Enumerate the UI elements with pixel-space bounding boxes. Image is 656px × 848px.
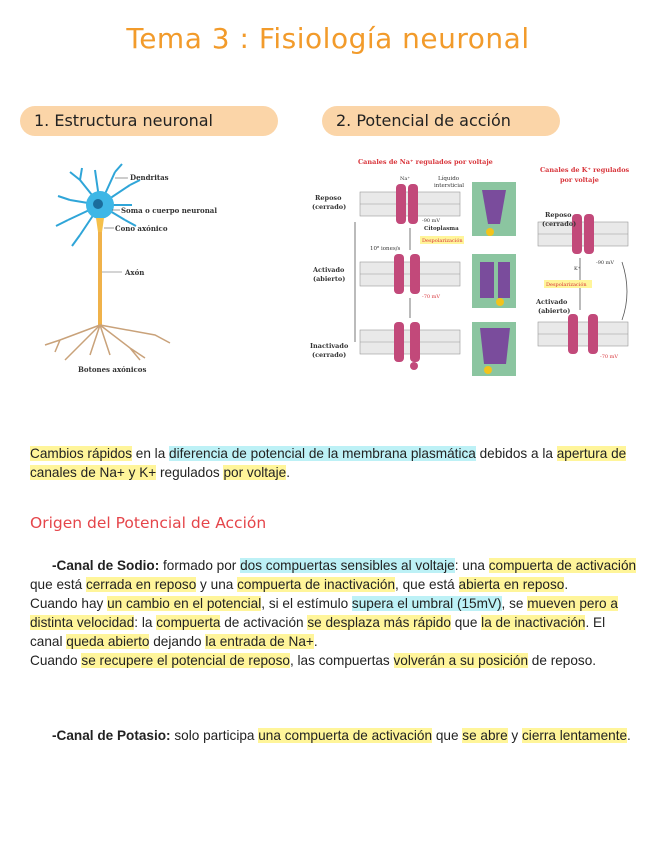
label-k-reposo-2: (cerrado) (542, 220, 576, 228)
k-membrane-reposo (537, 214, 629, 254)
label-reposo-1: Reposo (315, 194, 342, 202)
label-soma: Soma o cuerpo neuronal (121, 206, 217, 215)
intro-hl-1: Cambios rápidos (30, 446, 132, 461)
sodio-text: , se (501, 596, 528, 611)
potasio-text: . (627, 728, 631, 743)
sodio-hl: compuerta de activación (488, 558, 637, 573)
label-activado-2: (abierto) (313, 275, 345, 283)
potasio-label: -Canal de Potasio: (52, 728, 171, 743)
sodio-text: : una (454, 558, 489, 573)
na-channels-title: Canales de Na⁺ regulados por voltaje (358, 158, 493, 166)
section-heading-potencial: 2. Potencial de acción (322, 106, 560, 136)
na-model-activado (472, 254, 516, 308)
label-inactivado-1: Inactivado (310, 342, 349, 350)
intro-hl-2: diferencia de potencial de la membrana p… (169, 446, 476, 461)
label-k-activado-1: Activado (535, 298, 568, 306)
label-despolarizacion: Despolarización (422, 237, 463, 244)
dendrites (55, 163, 141, 247)
label-botones: Botones axónicos (78, 365, 146, 374)
na-membrane-activado (359, 254, 461, 294)
sodio-text: y una (196, 577, 238, 592)
sodio-text: de reposo. (528, 653, 597, 668)
intro-hl-4: por voltaje (223, 465, 287, 480)
na-membrane-inactivado (359, 322, 461, 370)
intro-text-4: debidos a la (475, 446, 557, 461)
potasio-text: que (432, 728, 463, 743)
sodio-paragraph: -Canal de Sodio: formado por dos compuer… (30, 556, 640, 670)
page-title: Tema 3 : Fisiología neuronal (126, 22, 530, 55)
label-liquido-1: Líquido (438, 175, 460, 182)
label-activado-1: Activado (312, 266, 345, 274)
na-model-reposo (472, 182, 516, 236)
sodio-text: de activación (220, 615, 308, 630)
sodio-text: formado por (159, 558, 241, 573)
sodio-hl: la de inactivación (481, 615, 586, 630)
potasio-paragraph: -Canal de Potasio: solo participa una co… (30, 726, 640, 745)
potasio-hl: cierra lentamente (522, 728, 628, 743)
label-mv-70: -70 mV (422, 294, 440, 300)
na-model-inactivado (472, 322, 516, 376)
sodio-hl: supera el umbral (15mV) (351, 596, 502, 611)
intro-text-8: . (286, 465, 290, 480)
label-inactivado-2: (cerrado) (312, 351, 346, 359)
sodio-hl: se desplaza más rápido (307, 615, 451, 630)
potasio-hl: una compuerta de activación (258, 728, 433, 743)
label-k-activado-2: (abierto) (538, 307, 570, 315)
label-k-despolarizacion: Despolarización (546, 281, 587, 288)
potasio-text: y (507, 728, 522, 743)
sodio-hl: se recupere el potencial de reposo (81, 653, 290, 668)
potasio-hl: se abre (462, 728, 508, 743)
sodio-text: : la (134, 615, 157, 630)
intro-paragraph: Cambios rápidos en la diferencia de pote… (30, 444, 640, 482)
sodio-hl: la entrada de Na+ (205, 634, 314, 649)
sodio-hl: un cambio en el potencial (107, 596, 262, 611)
sodio-hl: compuerta de inactivación (237, 577, 396, 592)
k-membrane-activado (537, 314, 629, 354)
sodio-text: , las compuertas (289, 653, 394, 668)
label-k-ion: K⁺ (574, 266, 581, 272)
sodio-hl: cerrada en reposo (85, 577, 197, 592)
sodio-text: que (450, 615, 482, 630)
label-k-mv-70: -70 mV (600, 354, 618, 360)
axon-hillock (96, 218, 104, 232)
k-channels-title-2: por voltaje (560, 176, 599, 184)
intro-text-6: regulados (156, 465, 224, 480)
intro-text-2: en la (132, 446, 170, 461)
label-k-reposo-1: Reposo (545, 211, 572, 219)
label-na-ion: Na⁺ (400, 176, 410, 182)
potasio-text: solo participa (170, 728, 259, 743)
sodio-text: Cuando (30, 653, 82, 668)
neuron-diagram: Dendritas Soma o cuerpo neuronal Cono ax… (44, 163, 217, 374)
sodio-text: , que está (395, 577, 459, 592)
label-k-mv: -90 mV (596, 260, 614, 266)
label-reposo-2: (cerrado) (312, 203, 346, 211)
sodio-text: , si el estímulo (261, 596, 352, 611)
section-heading-estructura: 1. Estructura neuronal (20, 106, 278, 136)
label-citoplasma: Citoplasma (424, 226, 459, 232)
sodio-text: dejando (149, 634, 206, 649)
arrow-up-k (621, 261, 628, 321)
sodio-label: -Canal de Sodio: (52, 558, 160, 573)
label-axon: Axón (124, 268, 144, 277)
subheading-origen: Origen del Potencial de Acción (30, 514, 267, 532)
sodio-text: que está (30, 577, 86, 592)
label-liquido-2: intersticial (434, 183, 464, 189)
axon-terminals (44, 324, 171, 361)
sodio-hl: abierta en reposo (458, 577, 565, 592)
sodio-hl: dos compuertas sensibles al voltaje (240, 558, 455, 573)
sodio-hl: compuerta (156, 615, 221, 630)
label-dendritas: Dendritas (130, 173, 169, 182)
action-potential-diagram: Canales de Na⁺ regulados por voltaje Can… (310, 158, 630, 376)
sodio-hl: queda abierto (66, 634, 150, 649)
sodio-text: Cuando hay (30, 596, 108, 611)
sodio-text: . (313, 634, 318, 649)
sodio-text: . (564, 577, 569, 592)
k-channels-title-1: Canales de K⁺ regulados (540, 166, 630, 174)
label-mv-90: -90 mV (422, 218, 440, 224)
sodio-text: . El canal (30, 615, 606, 649)
label-rate: 10⁸ iones/s (370, 245, 400, 252)
sodio-hl: volverán a su posición (393, 653, 529, 668)
na-membrane-reposo (359, 184, 461, 224)
label-cono: Cono axónico (115, 224, 168, 233)
